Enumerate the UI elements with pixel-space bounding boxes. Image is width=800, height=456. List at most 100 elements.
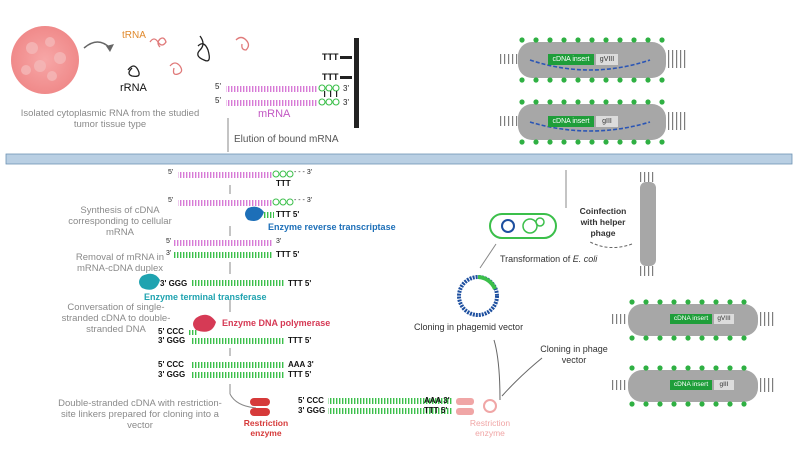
three-prime-label: 3' (343, 84, 349, 93)
coat-protein-dot (617, 99, 623, 105)
coat-protein-dot (533, 99, 539, 105)
linker-dsdna-top (328, 398, 452, 404)
coat-protein-dot (561, 77, 567, 83)
dna-polymerase-icon (193, 314, 216, 332)
seq-ttt5: TTT 5' (276, 210, 300, 219)
arrowhead-icon (106, 44, 114, 52)
seq-ggg3: 3' GGG (158, 370, 186, 379)
seq-ttt: TTT (276, 179, 291, 188)
dashed-arrow (589, 241, 633, 248)
seq-ttt5: TTT 5' (424, 406, 448, 415)
coat-protein-dot (741, 299, 747, 305)
coat-protein-dot (685, 299, 691, 305)
coat-protein-dot (741, 365, 747, 371)
five-prime-label: 5' (215, 96, 221, 105)
cdna-strand (174, 252, 272, 258)
mrna-binding (226, 38, 359, 128)
cdna-strand (192, 338, 284, 344)
enzyme-terminal-transferase: Enzyme terminal transferase (144, 292, 267, 302)
dsdna-top (192, 362, 284, 368)
coat-protein-dot (533, 37, 539, 43)
coat-protein-dot (547, 139, 553, 145)
seq-ggg3: 3' GGG (160, 279, 188, 288)
coat-protein-dot (629, 299, 635, 305)
trna-icon (149, 37, 167, 48)
coat-protein-dot (547, 99, 553, 105)
isolated-rna-caption: Isolated cytoplasmic RNA from the studie… (20, 108, 200, 130)
enzyme-dna-polymerase: Enzyme DNA polymerase (222, 318, 331, 328)
coat-protein-dot (645, 139, 651, 145)
seq-five-prime: 5' (166, 238, 172, 245)
coat-protein-dot (519, 139, 525, 145)
restriction-enzyme-right-label: Restriction enzyme (469, 418, 511, 438)
phage-top-1-gene: gVIII (596, 54, 618, 65)
coat-protein-dot (659, 37, 665, 43)
phage-top-2-insert: cDNA insert (548, 116, 594, 127)
seq-ggg3: 3' GGG (158, 336, 186, 345)
coat-protein-dot (699, 401, 705, 407)
coat-protein-dot (603, 37, 609, 43)
coat-protein-dot (575, 139, 581, 145)
coat-protein-dot (561, 99, 567, 105)
seq-dash3: - - - 3' (294, 197, 313, 204)
ecoli-cell-icon (489, 213, 557, 239)
coat-protein-dot (547, 77, 553, 83)
seq-aaa3: AAA 3' (288, 360, 314, 369)
phage-bottom-1-insert: cDNA insert (670, 314, 712, 324)
coat-protein-dot (659, 77, 665, 83)
coat-protein-dot (657, 335, 663, 341)
seq-ttt5: TTT 5' (276, 250, 300, 259)
coat-protein-dot (603, 77, 609, 83)
coat-protein-dot (713, 401, 719, 407)
trna-label: tRNA (122, 30, 146, 41)
coat-protein-dot (741, 335, 747, 341)
coat-protein-dot (727, 365, 733, 371)
coat-protein-dot (685, 365, 691, 371)
coat-protein-dot (713, 299, 719, 305)
phage-bottom-2 (610, 365, 776, 407)
coat-protein-dot (575, 99, 581, 105)
coat-protein-dot (561, 139, 567, 145)
elution-label: Elution of bound mRNA (234, 134, 339, 145)
coat-protein-dot (589, 77, 595, 83)
rna-squiggle-icon (235, 36, 250, 51)
coat-protein-dot (631, 37, 637, 43)
ttt-label: TTT (322, 72, 339, 82)
rrna-label: rRNA (120, 82, 147, 94)
coat-protein-dot (659, 139, 665, 145)
coat-protein-dot (589, 139, 595, 145)
flow-arrow (493, 339, 501, 401)
three-prime-label: 3' (343, 98, 349, 107)
seq-ttt5: TTT 5' (288, 279, 312, 288)
curved-arrow-icon (229, 393, 257, 409)
phage-bottom-1-gene: gVIII (714, 314, 734, 324)
coat-protein-dot (629, 365, 635, 371)
coat-protein-dot (603, 139, 609, 145)
phagemid-label: Cloning in phagemid vector (414, 322, 524, 332)
phage-top-2-gene: gIII (596, 116, 618, 127)
coat-protein-dot (575, 37, 581, 43)
linker-dsdna-bottom (328, 408, 452, 414)
phage-bottom-2-gene: gIII (714, 380, 734, 390)
ttt-label: TTT (322, 52, 339, 62)
coat-protein-dot (617, 139, 623, 145)
coat-protein-dot (519, 37, 525, 43)
coat-protein-dot (645, 99, 651, 105)
coat-protein-dot (519, 77, 525, 83)
flow-arrow (501, 357, 543, 397)
helper-phage-icon (640, 172, 656, 276)
step-linkers: Double-stranded cDNA with restriction-si… (58, 398, 222, 431)
coat-protein-dot (617, 77, 623, 83)
coat-protein-dot (629, 401, 635, 407)
rrna-squiggle-icon (197, 35, 210, 62)
coat-protein-dot (685, 335, 691, 341)
coat-protein-dot (617, 37, 623, 43)
section-divider (5, 153, 793, 165)
phage-vector-label: Cloning in phage vector (540, 344, 608, 365)
seq-ttt5: TTT 5' (288, 336, 312, 345)
coat-protein-dot (533, 139, 539, 145)
dsdna-bottom (192, 372, 284, 378)
coat-protein-dot (631, 99, 637, 105)
step-synthesis: Synthesis of cDNA corresponding to cellu… (68, 205, 172, 238)
coat-protein-dot (713, 365, 719, 371)
